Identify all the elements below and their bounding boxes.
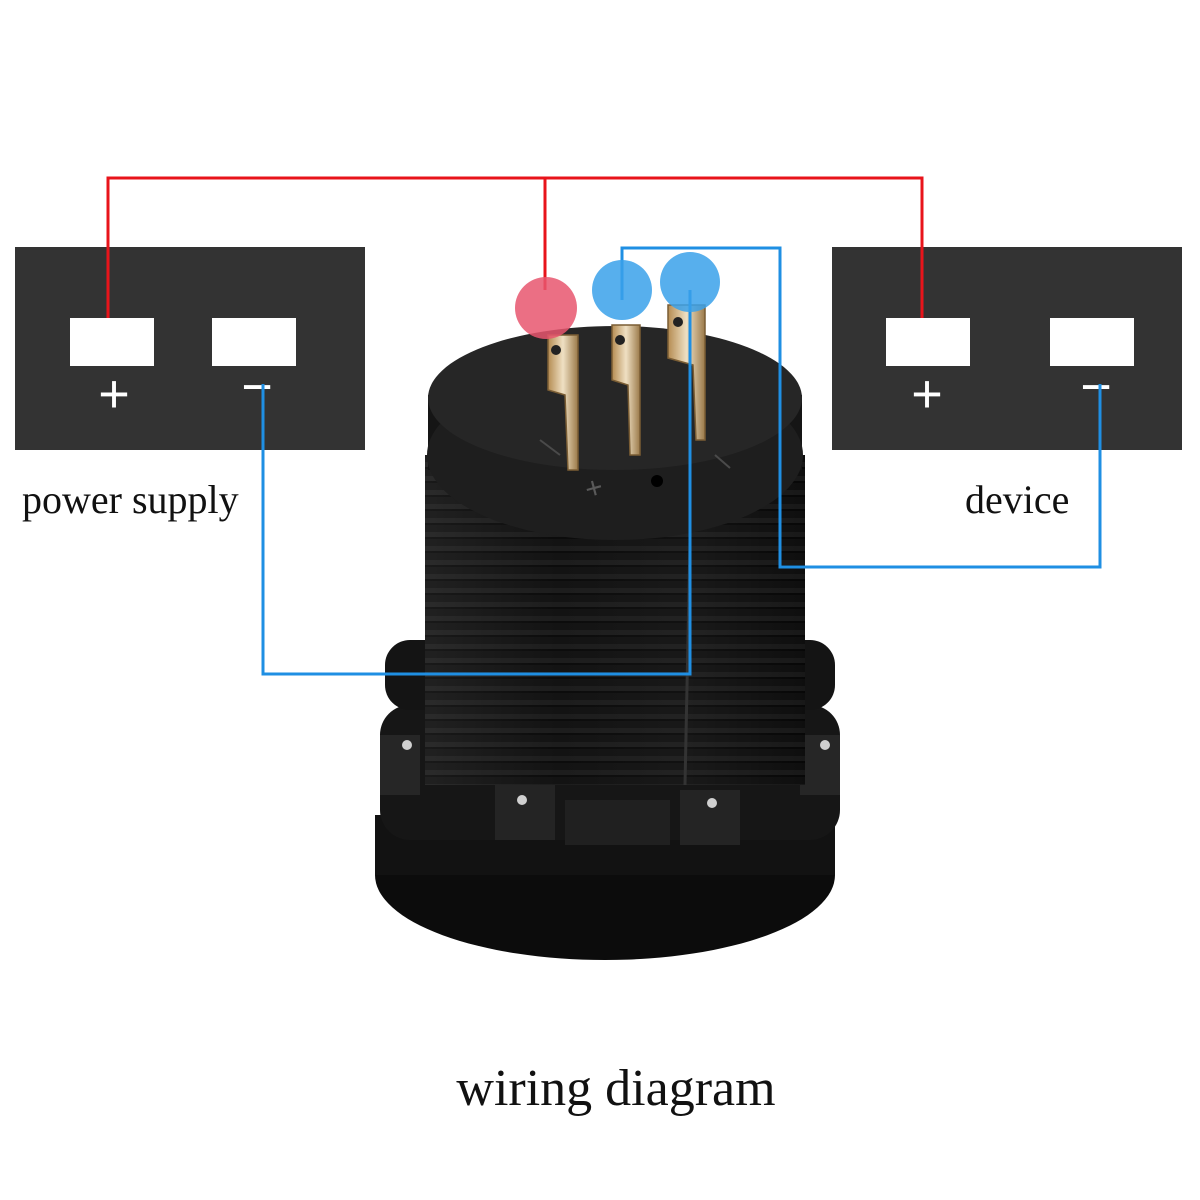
terminal-pin-positive (547, 334, 579, 471)
positive-wire (106, 176, 924, 318)
power-supply-panel (15, 247, 365, 450)
diagram-title: wiring diagram (456, 1060, 775, 1117)
negative-wire-device (620, 246, 1102, 569)
power-supply-minus-sign: − (241, 357, 273, 417)
socket-center-hole (651, 475, 663, 487)
negative-wire-supply (261, 290, 692, 676)
power-supply-plus-sign: + (98, 364, 130, 424)
power-supply-box: + − (15, 247, 365, 450)
device-negative-terminal (1050, 318, 1134, 366)
negative-connection-dot-right (660, 252, 720, 312)
terminal-pin-negative (611, 324, 641, 456)
power-supply-negative-terminal (212, 318, 296, 366)
negative-connection-dot-left (592, 260, 652, 320)
power-supply-positive-terminal (70, 318, 154, 366)
device-positive-terminal (886, 318, 970, 366)
device-box: + − (832, 247, 1182, 450)
power-supply-label: power supply (22, 477, 239, 522)
socket-body: + (375, 304, 840, 960)
positive-connection-dot (515, 277, 577, 339)
device-label: device (965, 477, 1069, 522)
device-plus-sign: + (911, 364, 943, 424)
device-minus-sign: − (1080, 357, 1112, 417)
